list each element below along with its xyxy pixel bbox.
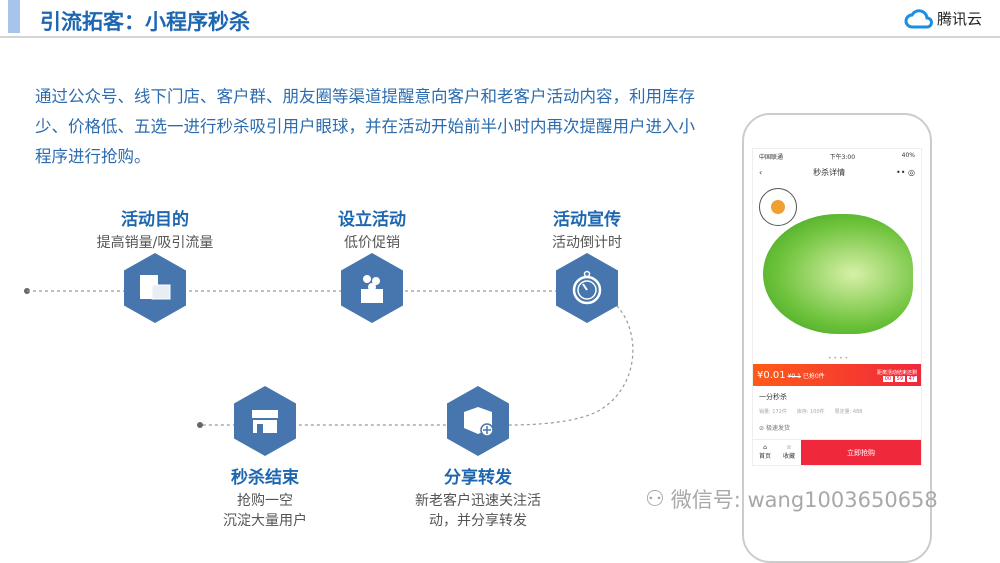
home-label: 首页 — [758, 453, 771, 460]
nav-favorite[interactable]: ☆收藏 — [782, 444, 795, 460]
sales: 销量: 172件 — [759, 409, 787, 415]
header-accent-bar — [8, 0, 20, 33]
product-name: 一分秒杀 — [759, 393, 787, 401]
flow-path — [24, 288, 634, 428]
countdown-hours: 00 — [882, 375, 894, 382]
status-bar: 中国联通 下午3:00 40% — [753, 149, 921, 161]
battery: 40% — [901, 152, 915, 159]
nav-bar: ‹ 秒杀详情 •• ◎ — [753, 161, 921, 184]
cloud-icon — [904, 8, 933, 28]
product-image: •••• — [753, 184, 921, 364]
intro-text: 通过公众号、线下门店、客户群、朋友圈等渠道提醒意向客户和老客户活动内容，利用库存… — [35, 87, 695, 166]
shipping-label: 极速发货 — [765, 425, 790, 432]
step-promo: 活动宣传 活动倒计时 — [487, 205, 687, 253]
price-banner: ¥0.01 ¥0.1 已抢0件 距离活动结束还剩 00 59 47 — [753, 364, 921, 386]
step-title: 设立活动 — [338, 210, 406, 230]
header-divider — [0, 36, 1000, 38]
brand-seal — [759, 188, 797, 226]
shipping: ⊘ 极速发货 — [759, 425, 790, 432]
step-sub: 低价促销 — [344, 235, 400, 251]
sold: 已抢0件 — [802, 372, 825, 380]
watermark: ⚇ 微信号: wang1003650658 — [645, 484, 938, 514]
nav-home[interactable]: ⌂首页 — [758, 444, 771, 460]
product-stats: 销量: 172件 库存: 100件 限定量: 488 — [753, 408, 921, 415]
phone-screen: 中国联通 下午3:00 40% ‹ 秒杀详情 •• ◎ •••• ¥0.01 ¥0.1 … — [752, 148, 922, 466]
price: ¥0.01 — [757, 369, 786, 381]
stock: 库存: 100件 — [796, 409, 825, 415]
menu-icon[interactable]: •• ◎ — [896, 168, 915, 177]
page-title: 引流拓客：小程序秒杀 — [40, 10, 250, 34]
countdown-label: 距离活动结束还剩 — [876, 369, 917, 376]
carrier: 中国联通 — [759, 154, 784, 161]
screen-title: 秒杀详情 — [813, 168, 846, 177]
step-end: 秒杀结束 抢购一空 沉淀大量用户 — [165, 463, 365, 531]
buy-now-button[interactable]: 立即抢购 — [801, 440, 921, 465]
carousel-dots[interactable]: •••• — [828, 355, 851, 362]
bottom-bar: ⌂首页 ☆收藏 立即抢购 — [753, 439, 921, 465]
limit: 限定量: 488 — [834, 409, 863, 415]
countdown-seconds: 47 — [906, 375, 917, 382]
step-setup: 设立活动 低价促销 — [272, 205, 472, 253]
back-icon[interactable]: ‹ — [759, 168, 763, 177]
brand-name: 腾讯云 — [936, 10, 982, 28]
time: 下午3:00 — [829, 154, 856, 161]
lettuce-image — [763, 214, 913, 334]
step-share: 分享转发 新老客户迅速关注活动，并分享转发 — [378, 463, 578, 531]
step-sub: 新老客户迅速关注活动，并分享转发 — [415, 493, 541, 529]
watermark-text: 微信号: wang1003650658 — [670, 488, 938, 512]
step-title: 分享转发 — [444, 468, 512, 488]
step-title: 活动宣传 — [553, 210, 621, 230]
step-title: 秒杀结束 — [231, 468, 299, 488]
step-title: 活动目的 — [121, 210, 189, 230]
wechat-icon: ⚇ — [645, 486, 665, 512]
step-sub: 活动倒计时 — [552, 235, 622, 251]
step-sub: 提高销量/吸引流量 — [96, 235, 214, 251]
orig-price: ¥0.1 — [787, 372, 801, 380]
countdown-minutes: 59 — [894, 375, 906, 382]
brand-logo: 腾讯云 — [904, 8, 982, 29]
fav-label: 收藏 — [782, 453, 795, 460]
step-sub: 抢购一空 沉淀大量用户 — [223, 493, 307, 529]
step-goal: 活动目的 提高销量/吸引流量 — [55, 205, 255, 253]
